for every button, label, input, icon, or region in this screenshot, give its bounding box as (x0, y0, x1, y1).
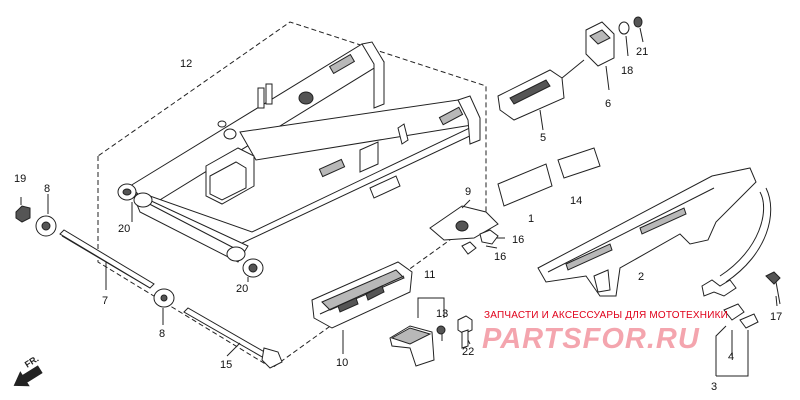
part-number-label: 20 (236, 283, 248, 295)
part-number-label: 22 (462, 346, 474, 358)
part-number-label: 6 (605, 98, 611, 110)
chain-slider-drawing (311, 261, 413, 329)
part-number-label: 9 (465, 186, 471, 198)
part-number-label: 1 (528, 213, 534, 225)
watermark-logo: PARTSFOR.RU (482, 323, 700, 355)
part-number-label: 14 (570, 195, 582, 207)
brake-stopper-drawing (429, 205, 499, 255)
pivot-bolt-drawing (183, 307, 283, 369)
leader-lines (20, 27, 778, 377)
part-number-label: 13 (436, 308, 448, 320)
part-number-label: 10 (336, 357, 348, 369)
drive-chain-drawing (701, 187, 772, 329)
part-number-labels: 1 2 3 4 5 6 7 8 8 9 10 11 12 13 14 15 16… (14, 46, 782, 393)
case-bolt-drawing (765, 271, 781, 305)
front-direction-marker: FR. (13, 354, 43, 387)
part-number-label: 20 (118, 223, 130, 235)
part-number-label: 18 (621, 65, 633, 77)
pivot-shaft-drawing (59, 229, 155, 289)
part-number-label: 21 (636, 46, 648, 58)
part-number-label: 8 (44, 183, 50, 195)
pivot-hardware-drawing (15, 205, 175, 308)
chain-case-drawing (537, 167, 757, 297)
chain-adjuster-drawing (497, 16, 643, 121)
swingarm-group-outline (97, 21, 487, 369)
part-number-label: 4 (728, 351, 734, 363)
part-number-label: 19 (14, 173, 26, 185)
part-number-label: 12 (180, 58, 192, 70)
guide-hardware-drawing (389, 297, 473, 367)
part-number-label: 17 (770, 311, 782, 323)
part-number-label: 2 (638, 271, 644, 283)
part-number-label: 5 (540, 132, 546, 144)
decals-drawing (497, 147, 601, 207)
part-number-label: 3 (711, 381, 717, 393)
front-arrow-icon (13, 365, 43, 387)
swingarm-drawing (129, 41, 481, 263)
part-number-label: 11 (424, 269, 435, 281)
part-number-label: 16 (494, 251, 506, 263)
part-number-label: 7 (102, 295, 108, 307)
watermark: ЗАПЧАСТИ И АКСЕССУАРЫ ДЛЯ МОТОТЕХНИКИ PA… (482, 310, 728, 355)
part-number-label: 15 (220, 359, 232, 371)
bushings-drawing (117, 183, 264, 278)
part-number-label: 8 (159, 328, 165, 340)
part-number-label: 16 (512, 234, 524, 246)
watermark-caption: ЗАПЧАСТИ И АКСЕССУАРЫ ДЛЯ МОТОТЕХНИКИ (484, 310, 728, 321)
